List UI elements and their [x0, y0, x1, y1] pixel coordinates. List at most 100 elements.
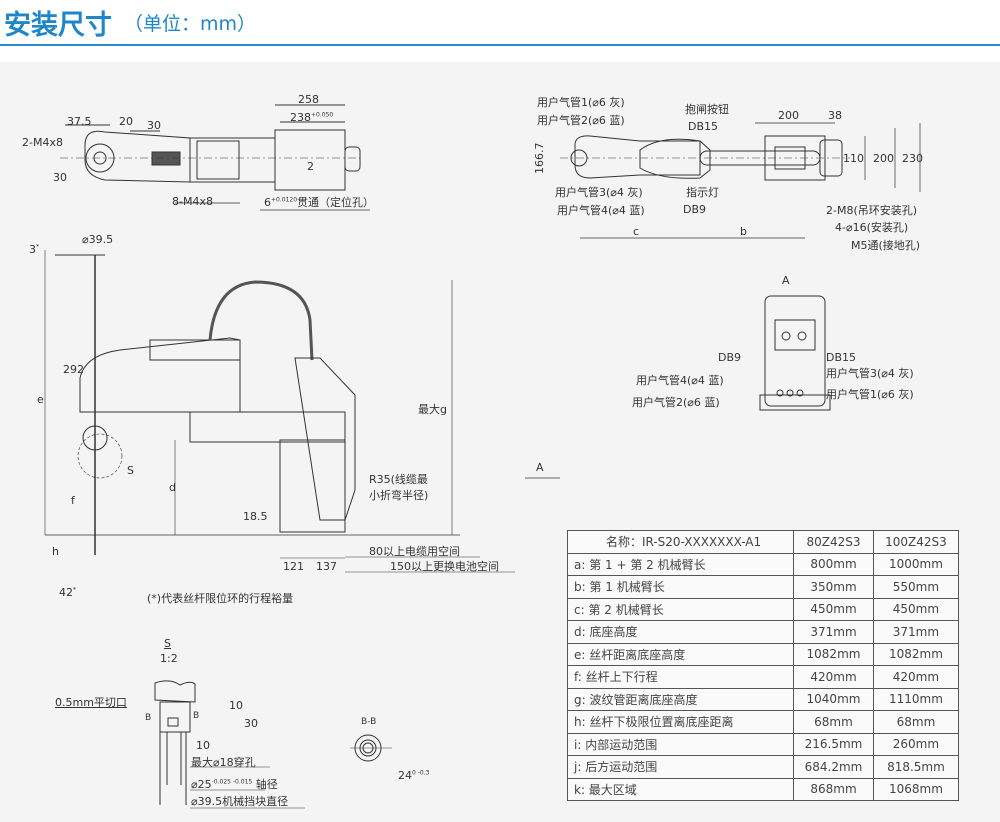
section-header: 安装尺寸 （单位：mm）: [0, 0, 1000, 46]
cell-100: 450mm: [872, 597, 960, 621]
view-a-outline: [759, 295, 831, 411]
dim-30-detail: 30: [244, 717, 258, 730]
cell-80: 420mm: [793, 665, 874, 689]
label-air-1: 用户气管1(⌀6 灰): [537, 96, 625, 109]
dim-121: 121: [283, 560, 304, 573]
side-view-outline: [44, 250, 560, 573]
detail-s-title: S: [164, 637, 171, 650]
label-m8: 2-M8(吊环安装孔): [826, 204, 918, 217]
row-label: e: 丝杆距离底座高度: [566, 642, 795, 666]
detail-s-outline: [154, 680, 392, 809]
cell-100: 550mm: [872, 575, 960, 599]
cell-100: 1000mm: [872, 552, 960, 576]
dim-30-side: 30: [53, 171, 67, 184]
note-stroke-margin: (*)代表丝杆限位环的行程裕量: [147, 592, 294, 605]
cell-100: 818.5mm: [872, 755, 960, 779]
cell-100: 1082mm: [872, 642, 960, 666]
label-battery-space: 150以上更换电池空间: [390, 560, 499, 573]
cell-80: 1040mm: [793, 687, 874, 711]
label-8-m4x8: 8-M4x8: [172, 195, 213, 208]
label-view-a-arrow: A: [536, 461, 544, 474]
label-r35-line2: 小折弯半径): [369, 489, 429, 502]
row-label: c: 第 2 机械臂长: [566, 597, 795, 621]
row-label: f: 丝杆上下行程: [566, 665, 795, 689]
cell-80: 684.2mm: [793, 755, 874, 779]
header-model-100: 100Z42S3: [872, 530, 960, 554]
dim-b: b: [740, 225, 747, 238]
dim-137: 137: [316, 560, 337, 573]
label-pin-hole: 6+0.0120贯通（定位孔）: [264, 196, 375, 209]
dim-c: c: [633, 225, 640, 238]
dim-238: 238+0.050: [290, 111, 334, 124]
cell-100: 420mm: [872, 665, 960, 689]
header-model-80: 80Z42S3: [793, 530, 874, 554]
dim-166-7: 166.7: [533, 142, 546, 175]
label-a-db15: DB15: [826, 351, 857, 364]
label-detail-s: S: [127, 464, 134, 477]
label-a-air-1: 用户气管1(⌀6 灰): [826, 388, 914, 401]
row-label: i: 内部运动范围: [566, 732, 795, 756]
dim-38: 38: [828, 109, 842, 122]
cell-80: 216.5mm: [793, 732, 874, 756]
dim-230: 230: [902, 152, 923, 165]
label-air-3: 用户气管3(⌀4 灰): [555, 186, 643, 199]
label-shaft-diameter: ⌀25-0.025 -0.015 轴径: [191, 778, 278, 791]
top-view-outline: [60, 104, 370, 211]
label-d16: 4-⌀16(安装孔): [835, 221, 909, 234]
view-a-title: A: [782, 274, 790, 287]
label-db15: DB15: [688, 120, 719, 133]
label-section-b-right: B: [193, 711, 200, 721]
dim-d: d: [169, 481, 176, 494]
label-indicator: 指示灯: [686, 186, 719, 199]
cell-100: 68mm: [872, 710, 960, 734]
cell-100: 1068mm: [872, 777, 960, 801]
row-label: h: 丝杆下极限位置离底座距离: [566, 710, 795, 734]
cell-100: 371mm: [872, 620, 960, 644]
dim-37-5: 37.5: [67, 115, 92, 128]
dim-24: 240 -0.3: [398, 769, 430, 782]
label-r35-line1: R35(线缆最: [369, 473, 428, 486]
dim-39-5: ⌀39.5: [82, 233, 114, 246]
label-air-4: 用户气管4(⌀4 蓝): [557, 204, 645, 217]
cell-80: 371mm: [793, 620, 874, 644]
dim-f: f: [71, 494, 75, 507]
row-label: j: 后方运动范围: [566, 755, 795, 779]
cell-80: 68mm: [793, 710, 874, 734]
label-a-air-4: 用户气管4(⌀4 蓝): [636, 374, 724, 387]
detail-s-scale: 1:2: [160, 652, 178, 665]
label-section-b-left: B: [145, 713, 152, 723]
dim-18-5: 18.5: [243, 510, 268, 523]
label-a-air-2: 用户气管2(⌀6 蓝): [632, 396, 720, 409]
row-label: a: 第 1 + 第 2 机械臂长: [566, 552, 795, 576]
dim-max-g: 最大g: [418, 403, 447, 416]
label-air-2: 用户气管2(⌀6 蓝): [537, 114, 625, 127]
dim-3: 3*: [29, 243, 39, 256]
dim-42: 42*: [59, 586, 76, 599]
cell-100: 260mm: [872, 732, 960, 756]
cell-80: 350mm: [793, 575, 874, 599]
label-m5: M5通(接地孔): [851, 239, 921, 252]
label-a-db9: DB9: [718, 351, 742, 364]
section-bb-title: B-B: [361, 717, 377, 727]
label-db9: DB9: [683, 203, 707, 216]
label-brake-button: 抱闸按钮: [685, 103, 729, 116]
dim-30-top: 30: [147, 119, 161, 132]
dim-10-bottom: 10: [196, 739, 210, 752]
dim-200-top: 200: [778, 109, 799, 122]
dim-110: 110: [843, 152, 864, 165]
dim-258: 258: [298, 93, 319, 106]
label-2-m4x8: 2-M4x8: [22, 136, 63, 149]
label-stopper-diameter: ⌀39.5机械挡块直径: [191, 795, 289, 808]
cell-80: 868mm: [793, 777, 874, 801]
dim-20: 20: [119, 115, 133, 128]
